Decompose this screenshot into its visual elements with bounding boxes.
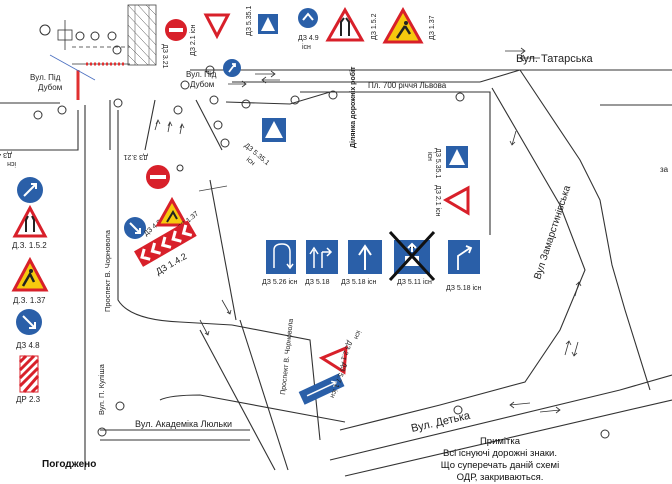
street-kulisha: Вул. П. Куліша xyxy=(97,363,106,415)
street-chornovola-right: Проспект В. Чорновола xyxy=(280,318,295,395)
sign-5-18-a-label: ДЗ 5.18 xyxy=(305,279,330,286)
sign-4-8-mid: ДЗ 4.8 xyxy=(124,217,163,239)
sign-5-7-1 xyxy=(298,373,345,405)
sign-1-37-top: ДЗ 1.37 xyxy=(382,6,436,44)
note-line-2: Що суперечать даній схемі xyxy=(440,460,560,471)
street-pid-dubom-right-1: Вул. Під xyxy=(186,70,217,79)
sign-4-9-label: ДЗ 4.9 xyxy=(298,35,319,42)
sign-5-35-1-top-label: ДЗ 5.35.1 xyxy=(246,6,253,36)
street-pid-dubom-left-2: Дубом xyxy=(38,83,62,92)
lane-arrows xyxy=(154,47,582,414)
street-lviv700: Пл. 700 річчя Львова xyxy=(368,81,447,90)
sign-1-37-top-label: ДЗ 1.37 xyxy=(429,15,436,40)
legend-1-5-2: Д.З. 1.5.2 xyxy=(12,204,48,250)
sign-5-11-label: ДЗ 5.11 існ xyxy=(397,278,432,286)
sign-1-5-2-top-label: ДЗ 1.5.2 xyxy=(371,13,378,40)
sign-2-1-right: ДЗ 2.1 існ xyxy=(434,185,470,217)
legend-1-37-label: Д.З. 1.37 xyxy=(13,296,46,305)
legend-4-7: ДЗ 4.7 існ xyxy=(0,151,43,203)
street-detka: Вул. Детька xyxy=(410,410,472,435)
sign-5-18-b-label: ДЗ 5.18 існ xyxy=(341,278,377,286)
street-pid-dubom-left-1: Вул. Під xyxy=(30,73,61,82)
edge-fragment-label: за xyxy=(660,165,669,174)
sign-5-35-1-top: ДЗ 5.35.1 xyxy=(246,6,278,36)
street-chornovola-left: Проспект В. Чорновола xyxy=(103,229,112,312)
legend-1-5-2-label: Д.З. 1.5.2 xyxy=(12,241,47,250)
svg-text:існ: існ xyxy=(352,329,363,340)
sign-4-7-top xyxy=(223,59,241,77)
legend-column: ДЗ 4.7 існ Д.З. 1.5.2 Д.З. 1.37 ДЗ 4.8 Д… xyxy=(0,151,49,404)
street-pid-dubom-right-2: Дубом xyxy=(190,80,214,89)
sign-3-21-top: ДЗ 3.21 xyxy=(161,19,187,69)
sign-4-9: ДЗ 4.9 існ xyxy=(298,8,319,51)
svg-text:існ: існ xyxy=(245,155,257,167)
svg-text:існ: існ xyxy=(426,152,434,161)
sign-5-35-1-right-label: ДЗ 5.35.1 xyxy=(434,148,441,178)
svg-text:існ: існ xyxy=(7,160,16,168)
road-network xyxy=(0,69,672,477)
note-block: Примітка Всі існуючі дорожні знаки. Що с… xyxy=(385,436,615,484)
sign-5-18-c-label: ДЗ 5.18 існ xyxy=(446,284,482,292)
agreed-label: Погоджено xyxy=(42,459,97,470)
sign-5-18-c: ДЗ 5.18 існ xyxy=(446,240,482,292)
legend-4-8: ДЗ 4.8 xyxy=(16,309,42,350)
street-zamarstynivska: Вул Замарстинівська xyxy=(532,184,573,281)
sign-3-21-mid-label: ДЗ 3.21 xyxy=(123,153,148,160)
legend-1-37: Д.З. 1.37 xyxy=(11,256,49,305)
note-line-3: ОДР, закриваються. xyxy=(456,472,544,483)
legend-4-7-label: ДЗ 4.7 xyxy=(0,151,12,158)
sign-5-35-1-mid: ДЗ 5.35.1 існ xyxy=(243,118,286,167)
note-line-1: Всі існуючі дорожні знаки. xyxy=(443,448,557,459)
svg-text:існ: існ xyxy=(302,43,311,51)
sign-3-21-top-label: ДЗ 3.21 xyxy=(161,44,168,69)
sign-5-18-b: ДЗ 5.18 існ xyxy=(341,240,382,286)
note-title: Примітка xyxy=(479,436,521,447)
legend-2-3-label: ДР 2.3 xyxy=(16,395,41,404)
sign-3-21-mid: ДЗ 3.21 xyxy=(123,153,170,189)
sign-5-26-label: ДЗ 5.26 існ xyxy=(262,278,298,286)
lane-signs-row: ДЗ 5.26 існ ДЗ 5.18 ДЗ 5.18 існ ДЗ 5.11 … xyxy=(262,230,482,292)
sign-2-1-top-label: ДЗ 2.1 існ xyxy=(189,24,197,56)
sign-5-11-crossed: ДЗ 5.11 існ xyxy=(388,230,436,286)
sign-2-1-right-label: ДЗ 2.1 існ xyxy=(434,185,442,217)
sign-1-5-2-top: ДЗ 1.5.2 xyxy=(325,6,378,42)
legend-2-3: ДР 2.3 xyxy=(16,354,41,404)
sign-5-18-a: ДЗ 5.18 xyxy=(305,240,338,286)
sign-5-35-1-right: ДЗ 5.35.1 існ xyxy=(426,146,468,178)
work-zone-label: Ділянка дорожніх робіт xyxy=(349,66,357,148)
legend-4-8-label: ДЗ 4.8 xyxy=(16,341,40,350)
sign-1-4-2-chevrons xyxy=(134,220,197,267)
work-zone-top-left xyxy=(33,4,610,439)
street-akademika-lyulky: Вул. Академіка Люльки xyxy=(135,419,232,429)
sign-5-35-1-mid-label: ДЗ 5.35.1 xyxy=(243,142,271,167)
sign-2-1-top: ДЗ 2.1 існ xyxy=(189,13,231,56)
street-tatarska: Вул. Татарська xyxy=(516,53,594,65)
sign-5-26: ДЗ 5.26 існ xyxy=(262,240,298,286)
